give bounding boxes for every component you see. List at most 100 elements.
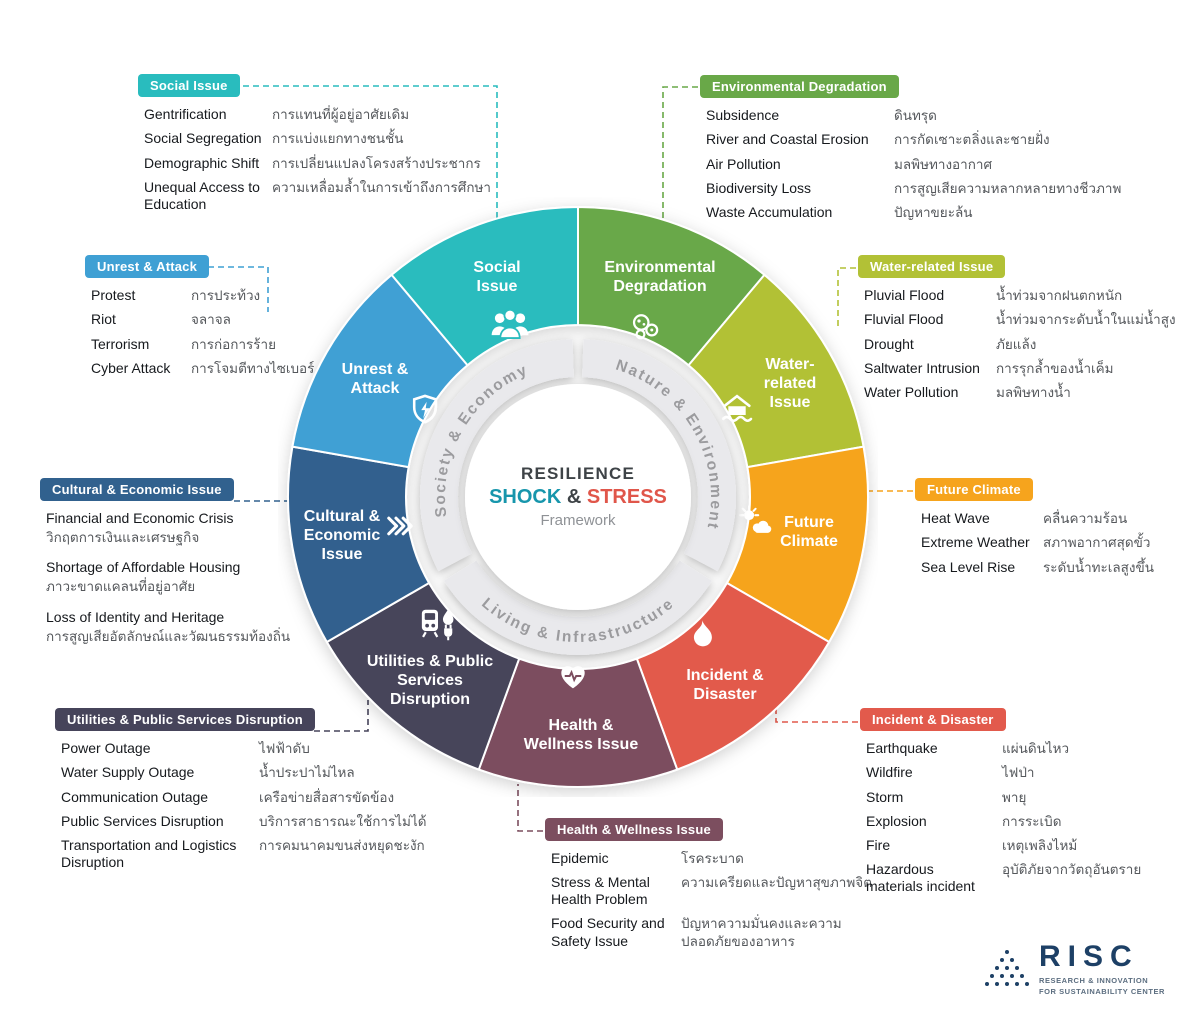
connector-social-issue xyxy=(243,85,498,219)
callout-title-environmental-degradation: Environmental Degradation xyxy=(700,75,899,98)
segment-label-health-wellness-issue: Health &Wellness Issue xyxy=(524,717,639,753)
issue-en: Fluvial Flood xyxy=(864,311,944,328)
issue-en: Storm xyxy=(866,788,904,805)
ring-band-nature-environment xyxy=(582,339,737,572)
center-subtitle: Framework xyxy=(540,512,616,529)
heart-pulse-icon xyxy=(561,666,585,689)
segment-label-incident-disaster: Incident &Disaster xyxy=(686,667,764,703)
connector-environmental-degradation xyxy=(662,86,698,224)
issue-th: จลาจล xyxy=(191,312,231,328)
issue-item: Biodiversity Loss การสูญเสียความหลากหลายท… xyxy=(706,180,1170,197)
issue-en: Air Pollution xyxy=(706,155,781,172)
risc-logo-mark xyxy=(985,949,1029,986)
center-shock-stress: SHOCK & STRESS xyxy=(489,486,667,508)
issue-th: การแทนที่ผู้อยู่อาศัยเดิม xyxy=(272,107,410,122)
issue-th: การระเบิด xyxy=(1002,813,1062,829)
callout-items: Power Outage ไฟฟ้าดับ Water Supply Outage น… xyxy=(55,740,455,871)
train-plug-icon xyxy=(421,609,454,641)
issue-en: Gentrification xyxy=(144,106,227,122)
issue-en: Communication Outage xyxy=(61,788,209,805)
issue-th: ดินทรุด xyxy=(894,108,937,123)
issue-en: Demographic Shift xyxy=(144,154,260,171)
issue-th: เหตุเพลิงไหม้ xyxy=(1002,838,1078,854)
risc-logo: RISC RESEARCH & INNOVATION FOR SUSTAINAB… xyxy=(985,942,1165,998)
issue-en: Biodiversity Loss xyxy=(706,179,812,196)
issue-en: Power Outage xyxy=(61,740,151,756)
issue-th: น้ำประปาไม่ไหล xyxy=(259,765,355,781)
issue-item: Wildfire ไฟป่า xyxy=(866,764,1190,781)
issue-th: แผ่นดินไหว xyxy=(1002,741,1070,756)
issue-item: Epidemic โรคระบาด xyxy=(551,850,890,867)
issue-item: Fluvial Flood น้ำท่วมจากระดับน้ำในแม่น้ำส… xyxy=(864,311,1196,328)
callout-title-water-related-issue: Water-related Issue xyxy=(858,255,1006,278)
issue-en: Epidemic xyxy=(551,850,609,866)
risc-tagline-line1: RESEARCH & INNOVATION xyxy=(1039,976,1149,985)
issue-th: น้ำท่วมจากระดับน้ำในแม่น้ำสูง xyxy=(996,312,1176,328)
issue-item: Gentrification การแทนที่ผู้อยู่อาศัยเดิม xyxy=(144,106,518,123)
issue-th: สภาพอากาศสุดขั้ว xyxy=(1043,535,1151,551)
center-title: RESILIENCE xyxy=(521,464,635,483)
issue-th: การก่อการร้าย xyxy=(191,336,277,352)
issue-th: มลพิษทางอากาศ xyxy=(894,156,993,172)
issue-en: Terrorism xyxy=(91,335,150,352)
issue-th: ไฟฟ้าดับ xyxy=(259,741,310,756)
issue-th: บริการสาธารณะใช้การไม่ได้ xyxy=(259,813,427,829)
issue-th: การกัดเซาะตลิ่งและชายฝั่ง xyxy=(894,132,1050,148)
issue-en: Wildfire xyxy=(866,764,913,781)
issue-th: ปัญหาขยะล้น xyxy=(894,205,973,221)
connector-water-related-issue xyxy=(837,267,856,328)
issue-th: การสูญเสียความหลากหลายทางชีวภาพ xyxy=(894,180,1122,196)
issue-en: Water Supply Outage xyxy=(61,764,195,781)
callout-title-cultural-economic-issue: Cultural & Economic Issue xyxy=(40,478,234,501)
issue-item: Air Pollution มลพิษทางอากาศ xyxy=(706,156,1170,173)
issue-en: Explosion xyxy=(866,812,927,829)
issue-th: ความเหลื่อมล้ำในการเข้าถึงการศึกษา xyxy=(272,179,491,195)
issue-en: Social Segregation xyxy=(144,130,262,147)
issue-en: Loss of Identity and Heritage xyxy=(46,608,225,625)
callout-title-social-issue: Social Issue xyxy=(138,74,240,97)
connector-unrest-attack xyxy=(208,266,269,312)
issue-en: Transportation and Logistics Disruption xyxy=(61,837,237,871)
issue-th: การเปลี่ยนแปลงโครงสร้างประชากร xyxy=(272,155,481,171)
issue-en: Protest xyxy=(91,287,136,303)
issue-th: โรคระบาด xyxy=(681,851,744,866)
cells-icon xyxy=(632,314,659,340)
callout-title-utilities-disruption: Utilities & Public Services Disruption xyxy=(55,708,315,731)
issue-th: วิกฤตการเงินและเศรษฐกิจ xyxy=(46,530,200,546)
issue-en: Shortage of Affordable Housing xyxy=(46,559,241,576)
issue-th: ไฟป่า xyxy=(1002,765,1035,781)
center-circle xyxy=(465,384,691,610)
callout-items: Gentrification การแทนที่ผู้อยู่อาศัยเดิม S… xyxy=(138,106,518,213)
issue-item: Demographic Shift การเปลี่ยนแปลงโครงสร้าง… xyxy=(144,155,518,172)
issue-th: การประท้วง xyxy=(191,288,261,303)
issue-item: Power Outage ไฟฟ้าดับ xyxy=(61,740,455,757)
issue-en: Hazardous materials incident xyxy=(866,861,975,895)
callout-title-future-climate: Future Climate xyxy=(915,478,1033,501)
issue-item: Terrorism การก่อการร้าย xyxy=(91,336,395,353)
issue-en: Unequal Access to Education xyxy=(144,178,260,212)
